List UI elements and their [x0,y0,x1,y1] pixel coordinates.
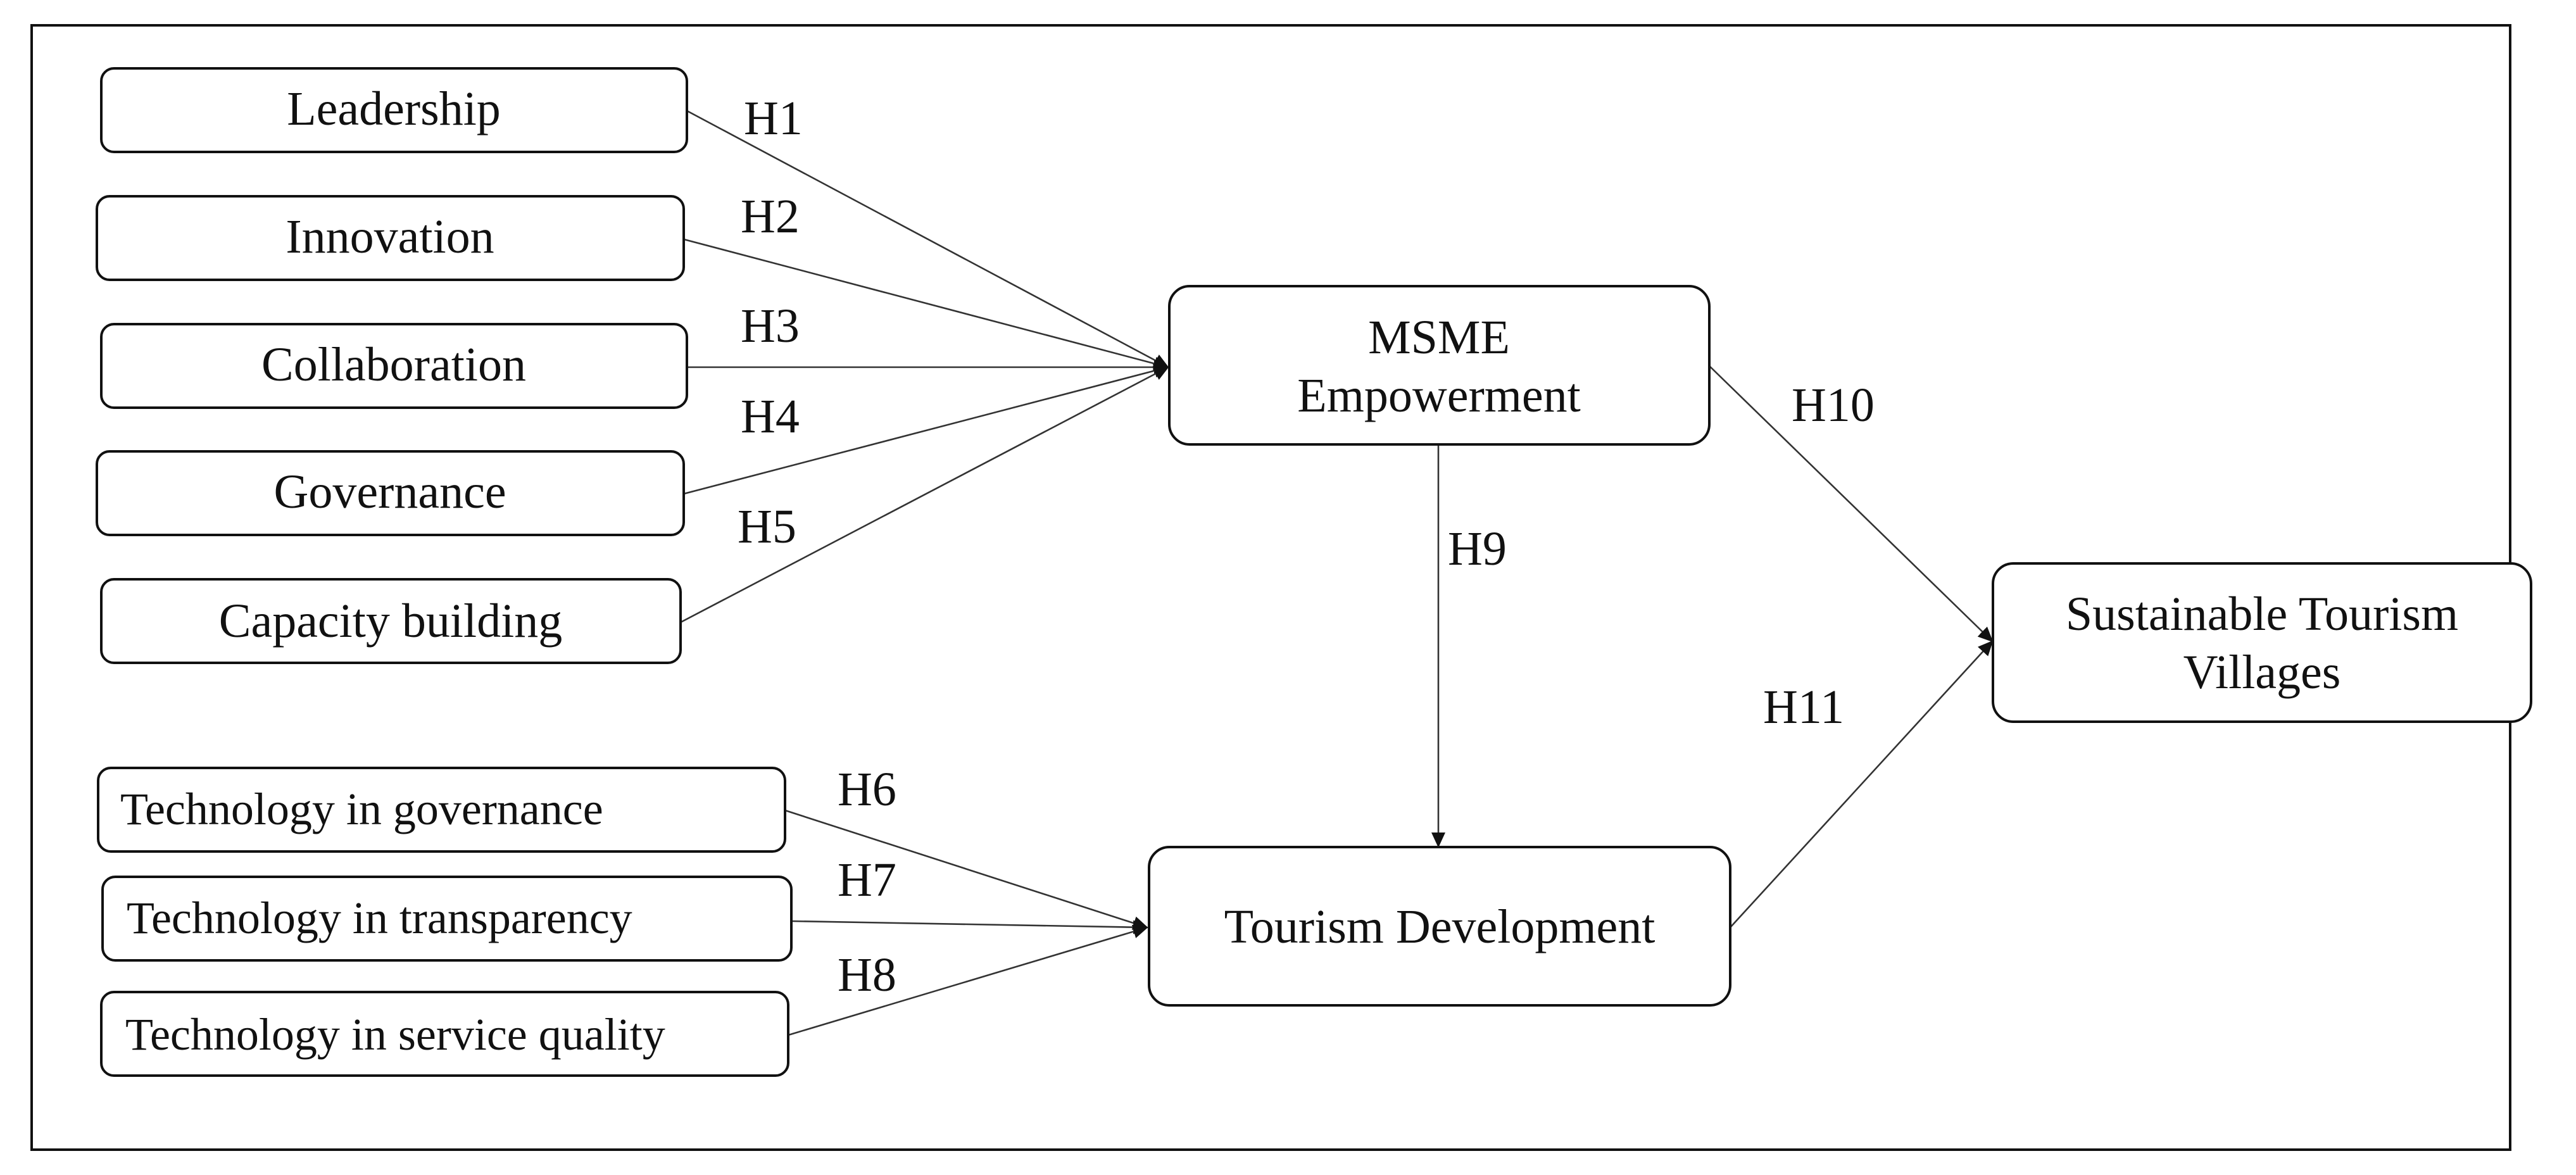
node-leadership: Leadership [100,67,688,153]
edge-h4 [683,363,1169,495]
node-msme-empowerment: MSME Empowerment [1168,285,1711,446]
node-technology-in-transparency-label: Technology in transparency [127,893,632,943]
label-h10: H10 [1792,379,1875,432]
node-tourism-development: Tourism Development [1148,846,1731,1007]
label-h6: H6 [838,763,896,816]
edge-h8 [788,924,1148,1036]
node-tourism-development-label: Tourism Development [1224,900,1656,953]
node-technology-in-service-quality-label: Technology in service quality [125,1009,665,1060]
edges [680,110,1994,1036]
label-h1: H1 [744,92,803,145]
edge-h11 [1730,640,1994,928]
node-innovation: Innovation [96,195,685,281]
edge-h7 [791,920,1148,934]
edge-h10 [1709,365,1994,643]
label-h11: H11 [1763,681,1844,734]
edge-h2 [683,238,1169,371]
node-capacity-building-label: Capacity building [219,594,562,648]
hypothesis-labels: H1 H2 H3 H4 H5 H6 H7 H8 H9 H10 H11 [738,92,1875,1002]
node-technology-in-transparency: Technology in transparency [101,876,793,962]
edge-h1 [686,110,1169,368]
label-h3: H3 [741,299,800,353]
node-msme-empowerment-line1: MSME [1368,311,1510,364]
node-sustainable-tourism-villages: Sustainable Tourism Villages [1992,562,2532,723]
label-h7: H7 [838,853,896,907]
edge-h6 [784,809,1148,930]
label-h9: H9 [1448,522,1507,575]
node-leadership-label: Leadership [287,82,501,135]
label-h8: H8 [838,948,896,1002]
node-technology-in-governance-label: Technology in governance [120,784,603,834]
node-capacity-building: Capacity building [100,578,682,664]
node-innovation-label: Innovation [286,210,494,263]
node-sustainable-tourism-villages-line2: Villages [2183,646,2341,699]
label-h4: H4 [741,390,800,443]
node-governance-label: Governance [273,465,506,518]
node-collaboration: Collaboration [100,323,688,409]
node-governance: Governance [96,450,685,536]
node-msme-empowerment-line2: Empowerment [1297,369,1580,422]
label-h2: H2 [741,190,800,243]
edge-h5 [680,366,1169,624]
label-h5: H5 [738,500,796,553]
node-sustainable-tourism-villages-line1: Sustainable Tourism [2066,588,2458,641]
node-collaboration-label: Collaboration [261,338,526,391]
node-technology-in-service-quality: Technology in service quality [100,991,789,1077]
node-technology-in-governance: Technology in governance [97,767,786,853]
